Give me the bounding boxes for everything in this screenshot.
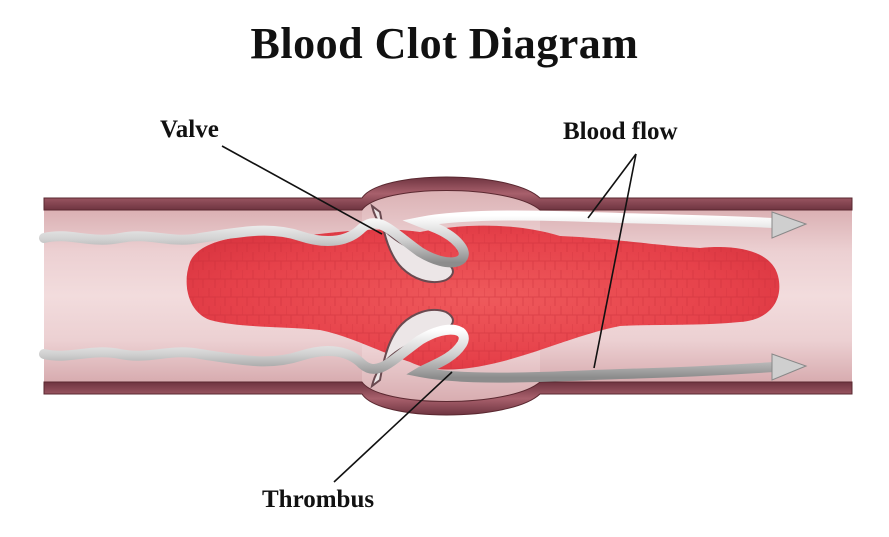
thrombus-leader-line bbox=[333, 371, 453, 483]
vessel-bottom-wall bbox=[43, 381, 853, 416]
blood-flow-arrowhead-top bbox=[771, 211, 808, 239]
blood-flow-arrow-top bbox=[39, 210, 795, 268]
blood-flow-leader-line-top bbox=[587, 153, 637, 219]
blood-flow-arrow-bottom bbox=[39, 324, 795, 383]
valve-label: Valve bbox=[160, 116, 219, 143]
blood-flow-arrowhead-bottom bbox=[771, 353, 808, 381]
thrombus-label: Thrombus bbox=[262, 486, 375, 513]
valve-leader-line bbox=[221, 145, 383, 235]
diagram-title: Blood Clot Diagram bbox=[250, 19, 639, 68]
blood-flow-label: Blood flow bbox=[563, 118, 678, 145]
blood-flow-leader-line-bottom bbox=[593, 153, 637, 369]
vessel-top-wall bbox=[43, 176, 853, 211]
thrombus-texture bbox=[186, 225, 780, 370]
